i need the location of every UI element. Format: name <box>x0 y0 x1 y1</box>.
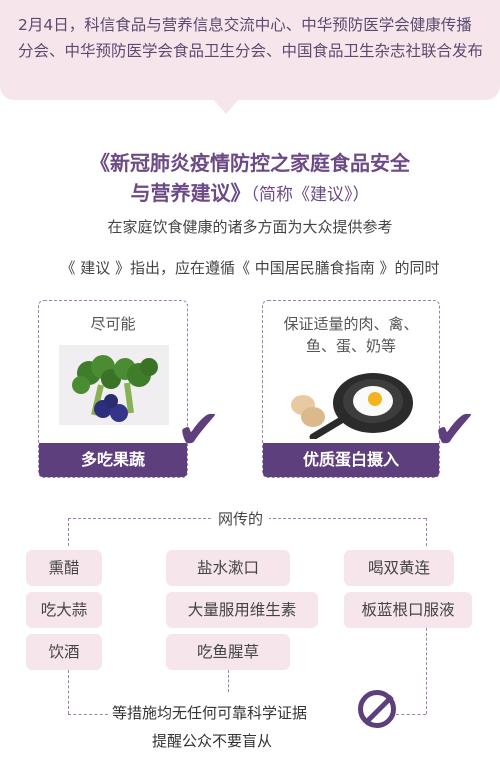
rumor-item: 大量服用维生素 <box>166 592 318 628</box>
rumor-bracket-right <box>426 518 427 546</box>
header-banner <box>0 0 500 100</box>
rumor-bracket-left <box>68 518 69 546</box>
rumor-item: 吃大蒜 <box>26 592 102 628</box>
page-title: 《新冠肺炎疫情防控之家庭食品安全 与营养建议》（简称《建议》） <box>50 148 450 210</box>
banner-pointer <box>212 98 240 114</box>
title-short: （简称《建议》） <box>250 185 370 205</box>
card-fruits-vegetables: 尽可能 多吃果蔬 <box>38 300 188 478</box>
bottom-bracket-line-left <box>68 714 108 715</box>
rumor-item: 盐水漱口 <box>166 550 290 586</box>
bottom-bracket-left <box>68 670 69 714</box>
broccoli-blueberry-icon <box>59 345 169 425</box>
rumor-item: 熏醋 <box>26 550 102 586</box>
bottom-bracket-line-right <box>396 714 426 715</box>
rumor-item: 吃鱼腥草 <box>166 634 290 670</box>
rumor-label: 网传的 <box>212 508 270 529</box>
title-line2: 与营养建议》（简称《建议》） <box>50 178 450 210</box>
card-top-text: 尽可能 <box>90 315 136 333</box>
checkmark-icon: ✔ <box>176 398 222 461</box>
rumor-item: 板蓝根口服液 <box>344 592 472 628</box>
fried-egg-pan-icon <box>291 373 413 439</box>
conclusion-line2: 提醒公众不要盲从 <box>152 732 273 750</box>
subtitle-1: 在家庭饮食健康的诸多方面为大众提供参考 <box>107 218 393 236</box>
conclusion-line1: 等措施均无任何可靠科学证据 <box>112 704 308 722</box>
card-label: 优质蛋白摄入 <box>263 443 439 477</box>
bottom-bracket-right <box>426 628 427 714</box>
card-protein: 保证适量的肉、禽、鱼、蛋、奶等 优质蛋白摄入 <box>262 300 440 478</box>
title-line1: 《新冠肺炎疫情防控之家庭食品安全 <box>90 151 410 175</box>
subtitle-2: 《 建议 》指出，应在遵循《 中国居民膳食指南 》的同时 <box>60 259 440 277</box>
card-top-text: 保证适量的肉、禽、鱼、蛋、奶等 <box>283 315 419 355</box>
checkmark-icon: ✔ <box>432 398 478 461</box>
prohibited-icon <box>358 690 396 728</box>
rumor-item: 饮酒 <box>26 634 102 670</box>
card-label: 多吃果蔬 <box>39 443 187 477</box>
title-line2-main: 与营养建议》 <box>130 181 251 205</box>
rumor-item: 喝双黄连 <box>344 550 454 586</box>
bottom-bracket-mid <box>228 670 229 692</box>
banner-text: 2月4日，科信食品与营养信息交流中心、中华预防医学会健康传播分会、中华预防医学会… <box>18 16 484 60</box>
